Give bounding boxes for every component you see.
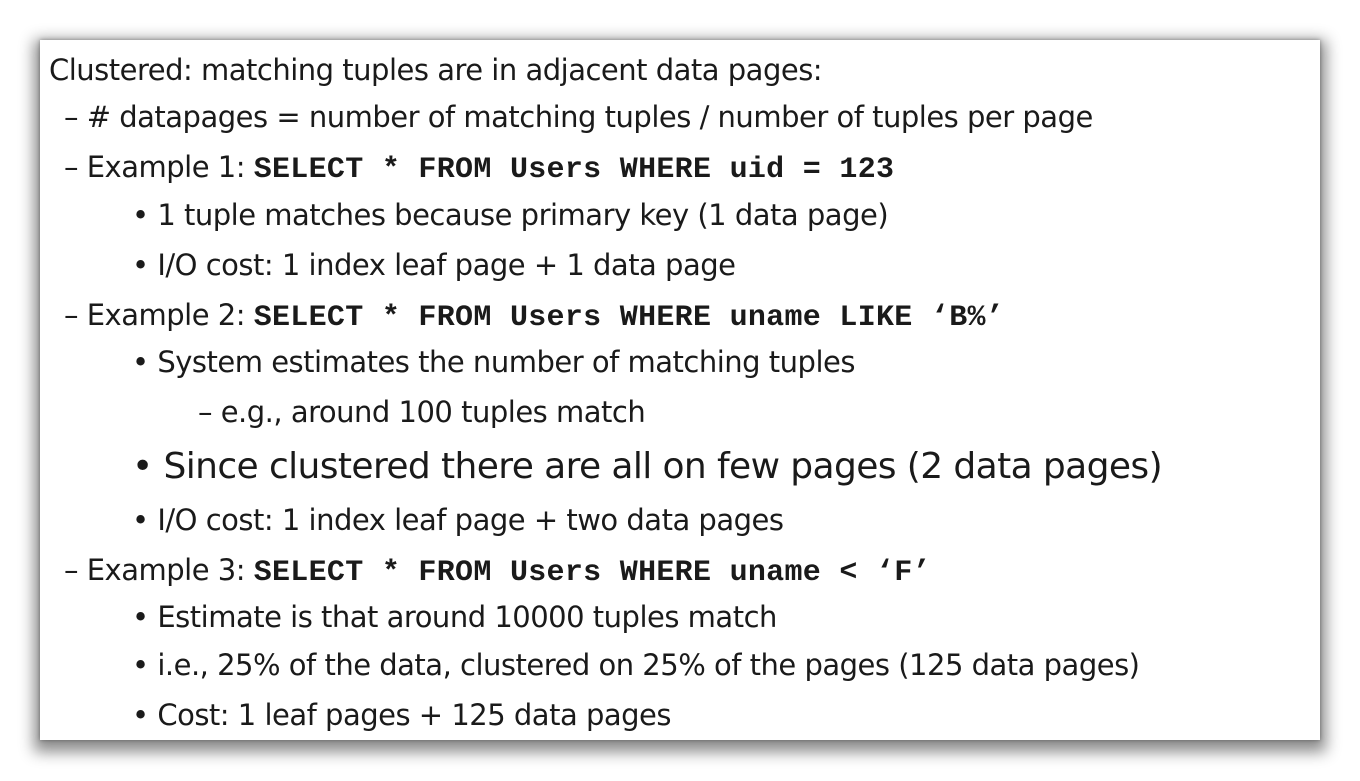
example-2-point: System estimates the number of matching … xyxy=(157,345,855,379)
example-1-point: I/O cost: 1 index leaf page + 1 data pag… xyxy=(157,248,736,282)
example-2-label: Example 2: xyxy=(86,298,254,332)
bullet-marker: • xyxy=(132,345,149,379)
example-1-label: Example 1: xyxy=(86,150,254,184)
heading-text: Clustered: matching tuples are in adjace… xyxy=(49,53,823,87)
example-2-subpoint: e.g., around 100 tuples match xyxy=(220,395,646,429)
datapages-formula: # datapages = number of matching tuples … xyxy=(86,100,1094,134)
example-3-label: Example 3: xyxy=(86,553,254,587)
example-2-point: I/O cost: 1 index leaf page + two data p… xyxy=(157,503,784,537)
example-1-point: 1 tuple matches because primary key (1 d… xyxy=(157,198,889,232)
example-3-query: SELECT * FROM Users WHERE uname < ‘F’ xyxy=(253,556,931,590)
list-item-example-3-point-3: • Cost: 1 leaf pages + 125 data pages xyxy=(132,695,671,735)
dash-marker: – xyxy=(64,553,79,587)
dash-marker: – xyxy=(64,100,79,134)
bullet-marker: • xyxy=(132,198,149,232)
dash-marker: – xyxy=(64,298,79,332)
dash-marker: – xyxy=(64,150,79,184)
list-item-example-1-point-1: • 1 tuple matches because primary key (1… xyxy=(132,195,889,235)
list-item-datapages: – # datapages = number of matching tuple… xyxy=(64,97,1093,137)
example-3-point: i.e., 25% of the data, clustered on 25% … xyxy=(157,648,1140,682)
example-2-point: Since clustered there are all on few pag… xyxy=(163,446,1163,487)
example-1-query: SELECT * FROM Users WHERE uid = 123 xyxy=(253,153,895,187)
list-item-example-2-subpoint: – e.g., around 100 tuples match xyxy=(198,392,646,432)
bullet-marker: • xyxy=(132,648,149,682)
example-2-query: SELECT * FROM Users WHERE uname LIKE ‘B%… xyxy=(253,301,1005,335)
list-item-example-3-point-2: • i.e., 25% of the data, clustered on 25… xyxy=(132,645,1140,685)
list-item-example-2-point-3: • I/O cost: 1 index leaf page + two data… xyxy=(132,500,784,540)
list-item-example-1-point-2: • I/O cost: 1 index leaf page + 1 data p… xyxy=(132,245,736,285)
bullet-marker: • xyxy=(132,248,149,282)
list-item-example-2-point-1: • System estimates the number of matchin… xyxy=(132,342,855,382)
list-item-example-1: – Example 1: SELECT * FROM Users WHERE u… xyxy=(64,147,894,190)
dash-marker: – xyxy=(198,395,213,429)
bullet-marker: • xyxy=(132,503,149,537)
bullet-marker: • xyxy=(132,698,149,732)
list-item-example-3-point-1: • Estimate is that around 10000 tuples m… xyxy=(132,597,777,637)
slide-heading: Clustered: matching tuples are in adjace… xyxy=(49,50,823,90)
example-3-point: Cost: 1 leaf pages + 125 data pages xyxy=(157,698,671,732)
bullet-marker: • xyxy=(132,446,153,487)
list-item-example-2-point-2: • Since clustered there are all on few p… xyxy=(132,445,1163,489)
list-item-example-3: – Example 3: SELECT * FROM Users WHERE u… xyxy=(64,550,931,593)
list-item-example-2: – Example 2: SELECT * FROM Users WHERE u… xyxy=(64,295,1004,338)
bullet-marker: • xyxy=(132,600,149,634)
example-3-point: Estimate is that around 10000 tuples mat… xyxy=(157,600,777,634)
slide: Clustered: matching tuples are in adjace… xyxy=(40,40,1320,740)
